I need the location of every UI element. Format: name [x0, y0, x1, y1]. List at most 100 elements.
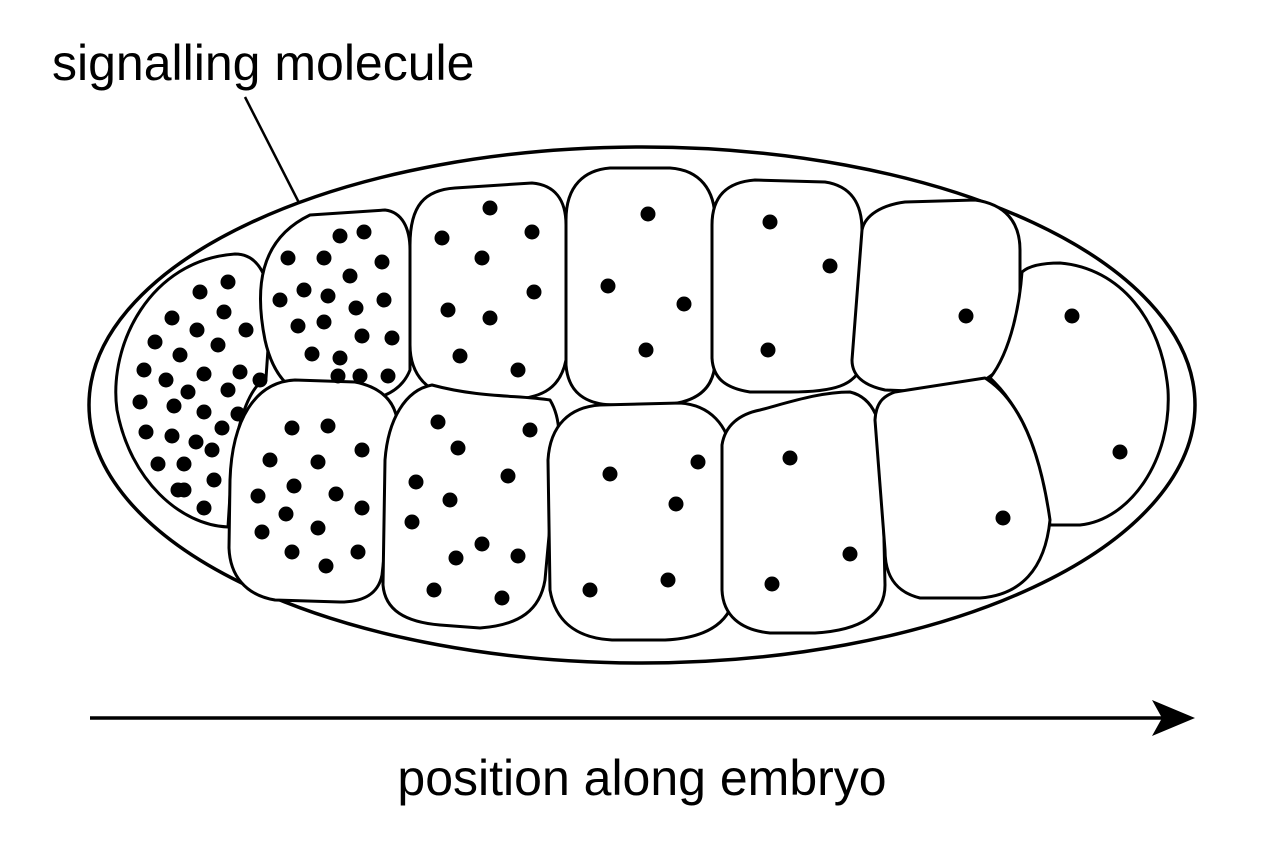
- molecule-dot: [286, 478, 302, 494]
- molecule-dot: [450, 440, 466, 456]
- bottom-cell-5: [873, 376, 1052, 600]
- molecule-dot: [342, 268, 358, 284]
- molecule-dot: [250, 488, 266, 504]
- molecule-dot: [762, 214, 778, 230]
- molecule-dot: [1064, 308, 1080, 324]
- top-cell-4: [710, 178, 864, 394]
- molecule-dot: [214, 420, 230, 436]
- molecule-dot: [640, 206, 656, 222]
- top-cell-2: [408, 181, 568, 402]
- molecule-dot: [188, 434, 204, 450]
- molecule-dot: [764, 576, 780, 592]
- molecule-dot: [958, 308, 974, 324]
- molecule-dot: [280, 250, 296, 266]
- molecule-dot: [210, 337, 226, 353]
- molecule-dot: [408, 474, 424, 490]
- molecule-dot: [196, 404, 212, 420]
- molecule-dot: [995, 510, 1011, 526]
- molecule-dot: [582, 582, 598, 598]
- molecule-dot: [252, 372, 268, 388]
- molecule-dot: [158, 372, 174, 388]
- molecule-dot: [494, 590, 510, 606]
- molecule-dot: [474, 536, 490, 552]
- molecule-dot: [176, 456, 192, 472]
- molecule-dot: [430, 414, 446, 430]
- molecule-dot: [196, 366, 212, 382]
- molecule-dot: [254, 524, 270, 540]
- molecule-dot: [782, 450, 798, 466]
- molecule-dot: [262, 452, 278, 468]
- bottom-cell-2: [381, 383, 561, 630]
- molecule-dot: [320, 418, 336, 434]
- molecule-dots-group: [132, 200, 1128, 606]
- molecule-dot: [354, 442, 370, 458]
- bottom-cell-4: [720, 390, 887, 635]
- molecule-dot: [318, 558, 334, 574]
- molecule-dot: [1112, 444, 1128, 460]
- molecule-dot: [136, 362, 152, 378]
- molecule-dot: [316, 314, 332, 330]
- molecule-dot: [384, 330, 400, 346]
- molecule-dot: [376, 292, 392, 308]
- molecule-dot: [170, 482, 186, 498]
- molecule-dot: [132, 394, 148, 410]
- molecule-dot: [150, 456, 166, 472]
- molecule-dot: [328, 486, 344, 502]
- molecule-dot: [278, 506, 294, 522]
- molecule-dot: [474, 250, 490, 266]
- molecule-dot: [426, 582, 442, 598]
- molecule-dot: [510, 362, 526, 378]
- molecule-dot: [350, 544, 366, 560]
- molecule-dot: [330, 368, 346, 384]
- position-axis-arrowhead: [1152, 700, 1195, 736]
- molecule-dot: [172, 347, 188, 363]
- molecule-dot: [238, 322, 254, 338]
- molecule-dot: [310, 520, 326, 536]
- molecule-dot: [522, 422, 538, 438]
- molecule-dot: [668, 496, 684, 512]
- molecule-dot: [147, 334, 163, 350]
- molecule-dot: [842, 546, 858, 562]
- molecule-dot: [354, 500, 370, 516]
- molecule-dot: [452, 348, 468, 364]
- molecule-dot: [442, 492, 458, 508]
- molecule-dot: [352, 368, 368, 384]
- molecule-dot: [354, 328, 370, 344]
- molecule-dot: [348, 300, 364, 316]
- molecule-dot: [204, 442, 220, 458]
- molecule-dot: [332, 350, 348, 366]
- molecule-dot: [272, 292, 288, 308]
- molecule-dot: [404, 514, 420, 530]
- molecule-dot: [164, 428, 180, 444]
- molecule-dot: [760, 342, 776, 358]
- molecule-dot: [602, 466, 618, 482]
- molecule-dot: [304, 346, 320, 362]
- molecule-dot: [660, 572, 676, 588]
- molecule-dot: [230, 406, 246, 422]
- molecule-dot: [638, 342, 654, 358]
- signalling-molecule-label: signalling molecule: [52, 35, 474, 91]
- molecule-dot: [166, 398, 182, 414]
- molecule-dot: [196, 500, 212, 516]
- molecule-dot: [380, 368, 396, 384]
- molecule-dot: [206, 472, 222, 488]
- molecule-dot: [232, 364, 248, 380]
- molecule-dot: [434, 230, 450, 246]
- molecule-dot: [192, 284, 208, 300]
- molecule-dot: [440, 302, 456, 318]
- molecule-dot: [316, 250, 332, 266]
- molecule-dot: [356, 224, 372, 240]
- molecule-dot: [332, 228, 348, 244]
- bottom-cell-3: [546, 401, 737, 642]
- molecule-dot: [482, 310, 498, 326]
- molecule-dot: [600, 278, 616, 294]
- molecule-dot: [526, 284, 542, 300]
- top-cell-3: [564, 166, 717, 407]
- molecule-dot: [189, 322, 205, 338]
- molecule-dot: [500, 468, 516, 484]
- molecule-dot: [220, 274, 236, 290]
- molecule-dot: [482, 200, 498, 216]
- molecule-dot: [524, 224, 540, 240]
- molecule-dot: [296, 282, 312, 298]
